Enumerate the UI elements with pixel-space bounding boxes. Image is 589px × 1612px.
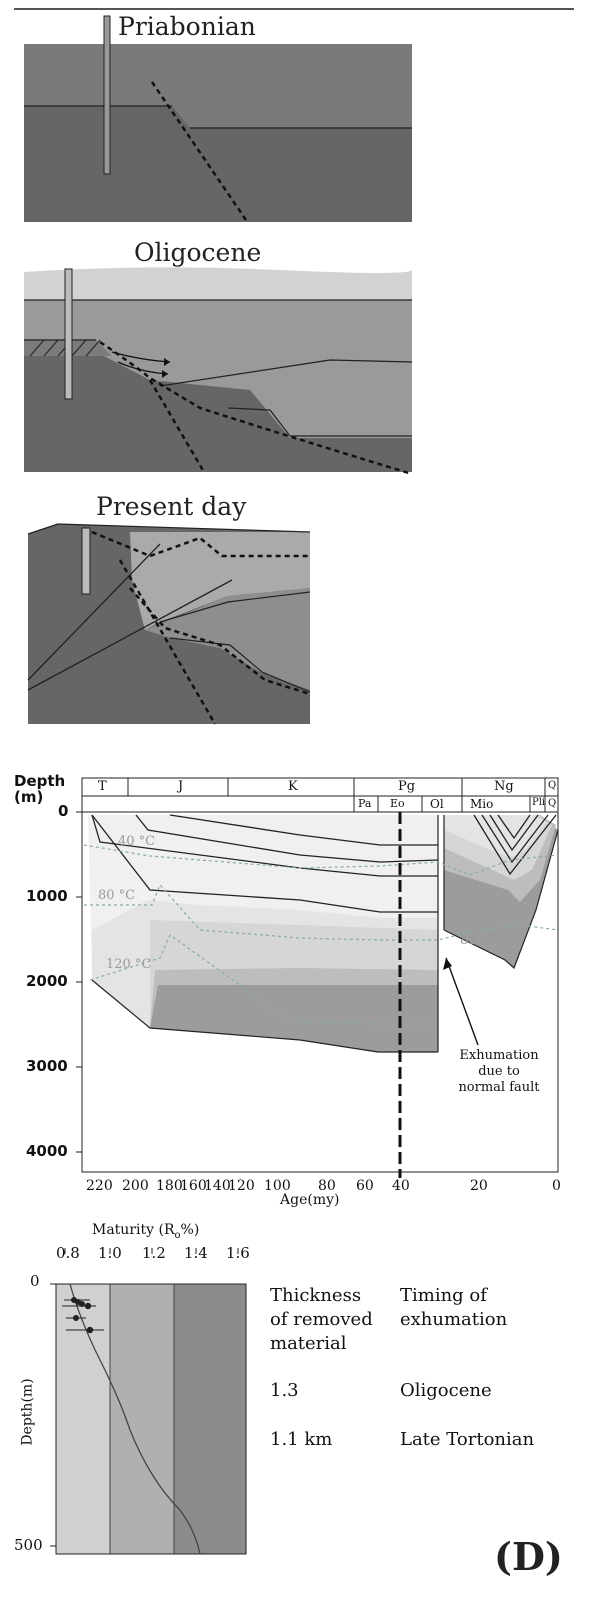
epoch-Ol: Ol	[430, 797, 444, 811]
age-tick-160: 160	[180, 1178, 207, 1194]
age-tick-200: 200	[122, 1178, 149, 1194]
top-rule	[14, 8, 574, 10]
exhumation-annotation: Exhumation due to normal fault	[444, 1048, 554, 1096]
oligocene-section	[24, 267, 413, 476]
maturity-title-sub: o	[174, 1229, 181, 1241]
age-tick-120: 120	[228, 1178, 255, 1194]
depth-tick-2000: 2000	[26, 972, 68, 990]
depth-label: Depth	[14, 772, 66, 790]
period-K: K	[288, 779, 298, 794]
age-tick-80: 80	[318, 1178, 336, 1194]
table-row-2-thickness: 1.1 km	[270, 1429, 333, 1450]
epoch-Q: Q	[548, 798, 557, 809]
maturity-tick-1-4: 1.4	[184, 1244, 208, 1262]
age-axis-title: Age(my)	[280, 1192, 340, 1208]
age-tick-40: 40	[392, 1178, 410, 1194]
depth-tick-3000: 3000	[26, 1057, 68, 1075]
maturity-ytick-500: 500	[14, 1536, 43, 1554]
maturity-ytick-0: 0	[30, 1272, 40, 1290]
age-tick-100: 100	[264, 1178, 291, 1194]
panel-letter: (D)	[494, 1534, 563, 1579]
depth-axis-title: Depth (m)	[14, 772, 65, 806]
isotherm-80-young: 80 °C	[460, 933, 498, 948]
maturity-tick-0-8: 0.8	[56, 1244, 80, 1262]
isotherm-120: 120 °C	[106, 957, 152, 972]
annotation-line-1: Exhumation	[459, 1048, 539, 1063]
priabonian-section	[24, 15, 412, 222]
maturity-title-main: Maturity (R	[92, 1222, 175, 1238]
table-row-1-timing: Oligocene	[400, 1380, 492, 1401]
period-T: T	[98, 779, 107, 794]
table-row-1-thickness: 1.3	[270, 1380, 299, 1401]
period-Q: Q	[548, 780, 557, 791]
col1-header-line-1: Thickness	[270, 1285, 362, 1306]
isotherm-40: 40 °C	[118, 834, 156, 849]
maturity-ylabel: Depth(m)	[19, 1378, 36, 1446]
period-Ng: Ng	[494, 779, 514, 794]
col1-header-line-3: material	[270, 1333, 347, 1354]
col2-header-line-1: Timing of	[400, 1285, 487, 1306]
maturity-tick-1-2: 1.2	[142, 1244, 166, 1262]
epoch-Pli: Pli	[532, 797, 546, 808]
isotherm-80: 80 °C	[98, 888, 136, 903]
epoch-Eo: Eo	[390, 797, 405, 810]
annotation-line-2: due to	[478, 1064, 520, 1079]
maturity-title: Maturity (Ro%)	[92, 1222, 199, 1241]
panel-title-present-day: Present day	[96, 492, 247, 521]
table-col2-header: Timing of exhumation	[400, 1284, 507, 1332]
age-tick-60: 60	[356, 1178, 374, 1194]
col1-header-line-2: of removed	[270, 1309, 373, 1330]
annotation-line-3: normal fault	[458, 1080, 540, 1095]
age-tick-220: 220	[86, 1178, 113, 1194]
age-tick-20: 20	[470, 1178, 488, 1194]
period-Pg: Pg	[398, 779, 416, 794]
depth-tick-1000: 1000	[26, 887, 68, 905]
burial-fill-old	[88, 815, 439, 1053]
depth-tick-4000: 4000	[26, 1142, 68, 1160]
age-tick-0: 0	[552, 1178, 561, 1194]
depth-tick-0: 0	[58, 802, 69, 820]
age-tick-140: 140	[204, 1178, 231, 1194]
table-col1-header: Thickness of removed material	[270, 1284, 373, 1356]
panel-title-priabonian: Priabonian	[118, 12, 256, 41]
epoch-Pa: Pa	[358, 797, 372, 810]
age-tick-180: 180	[156, 1178, 183, 1194]
maturity-title-end: %)	[180, 1222, 200, 1238]
panel-title-oligocene: Oligocene	[134, 238, 262, 267]
maturity-tick-1-6: 1.6	[226, 1244, 250, 1262]
depth-unit: (m)	[14, 788, 44, 806]
epoch-Mio: Mio	[470, 797, 494, 811]
maturity-tick-1-0: 1.0	[98, 1244, 122, 1262]
period-J: J	[178, 779, 184, 794]
col2-header-line-2: exhumation	[400, 1309, 508, 1330]
present-day-section	[27, 523, 311, 725]
table-row-2-timing: Late Tortonian	[400, 1429, 535, 1450]
